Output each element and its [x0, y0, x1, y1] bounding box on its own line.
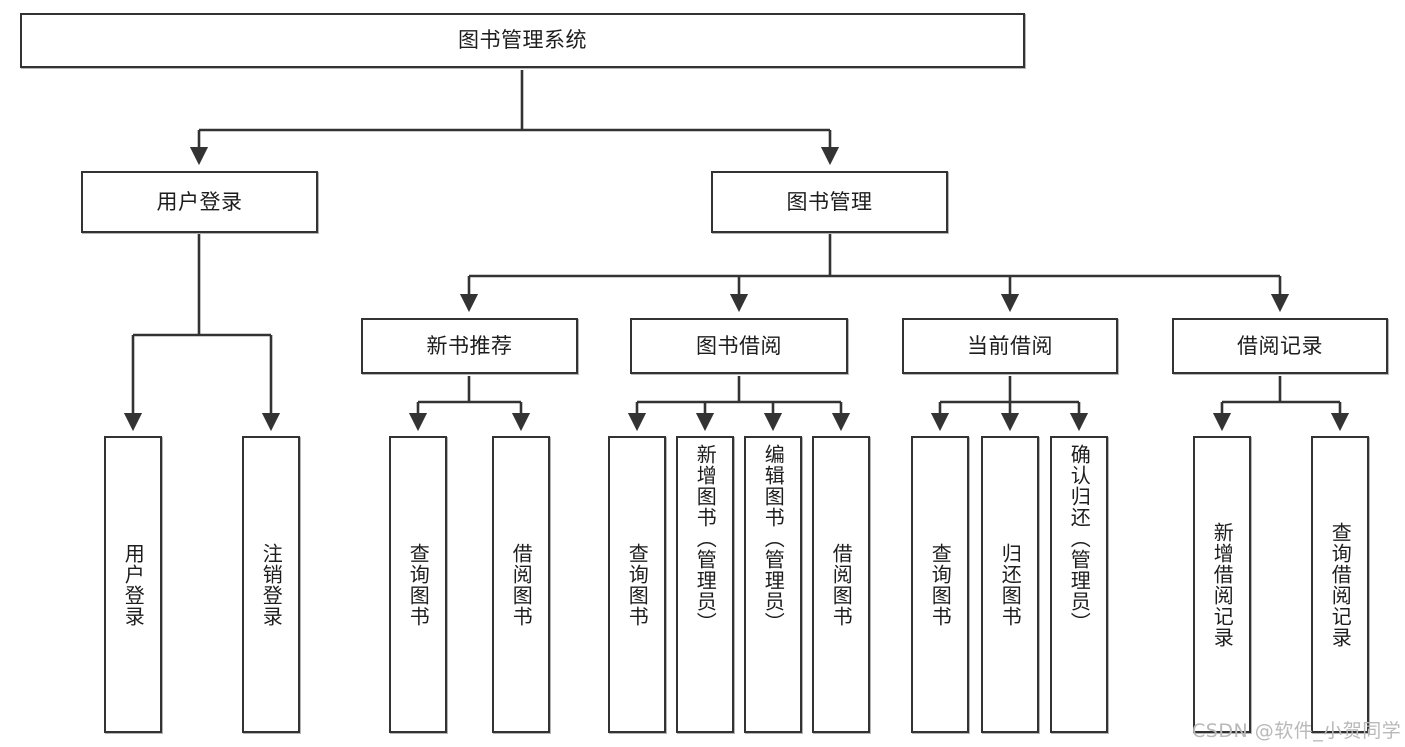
leaf-borrow-book-recommendation[interactable]: 借阅图书 — [492, 436, 550, 733]
node-label: 查询借阅记录 — [1328, 521, 1353, 648]
node-label: 确认归还（管理员） — [1067, 444, 1092, 633]
leaf-confirm-return-admin[interactable]: 确认归还（管理员） — [1050, 436, 1108, 733]
node-book-borrow[interactable]: 图书借阅 — [630, 318, 848, 374]
leaf-add-borrow-record[interactable]: 新增借阅记录 — [1193, 436, 1251, 733]
node-user-login[interactable]: 用户登录 — [81, 171, 318, 233]
leaf-user-login[interactable]: 用户登录 — [104, 436, 162, 733]
leaf-logout[interactable]: 注销登录 — [242, 436, 300, 733]
node-label: 图书管理系统 — [458, 28, 587, 53]
node-label: 用户登录 — [156, 189, 243, 214]
node-label: 图书管理 — [786, 189, 873, 214]
node-label: 图书借阅 — [696, 333, 782, 358]
watermark-text: CSDN @软件_小贺同学 — [1192, 720, 1402, 742]
leaf-edit-book-admin[interactable]: 编辑图书（管理员） — [744, 436, 802, 733]
node-borrow-record[interactable]: 借阅记录 — [1172, 318, 1388, 374]
node-label: 当前借阅 — [967, 333, 1053, 358]
node-label: 新增图书（管理员） — [693, 444, 718, 633]
node-label: 查询图书 — [406, 542, 431, 627]
node-label: 编辑图书（管理员） — [761, 444, 786, 633]
node-label: 借阅图书 — [509, 542, 534, 627]
node-label: 查询图书 — [625, 542, 650, 627]
leaf-query-book-current[interactable]: 查询图书 — [911, 436, 969, 733]
leaf-borrow-book[interactable]: 借阅图书 — [812, 436, 870, 733]
node-current-borrow[interactable]: 当前借阅 — [902, 318, 1118, 374]
node-label: 借阅记录 — [1237, 333, 1323, 358]
leaf-query-book-borrow[interactable]: 查询图书 — [608, 436, 666, 733]
node-book-management[interactable]: 图书管理 — [711, 171, 948, 233]
node-root-system[interactable]: 图书管理系统 — [20, 13, 1025, 68]
leaf-query-borrow-record[interactable]: 查询借阅记录 — [1311, 436, 1369, 733]
node-label: 新增借阅记录 — [1210, 521, 1235, 648]
node-label: 查询图书 — [928, 542, 953, 627]
leaf-add-book-admin[interactable]: 新增图书（管理员） — [676, 436, 734, 733]
leaf-return-book[interactable]: 归还图书 — [981, 436, 1039, 733]
node-new-book-recommendation[interactable]: 新书推荐 — [361, 318, 578, 374]
node-label: 借阅图书 — [829, 542, 854, 627]
node-label: 新书推荐 — [426, 333, 513, 358]
node-label: 归还图书 — [998, 542, 1023, 627]
leaf-query-book-recommendation[interactable]: 查询图书 — [389, 436, 447, 733]
node-label: 用户登录 — [121, 542, 146, 627]
node-label: 注销登录 — [259, 542, 284, 627]
